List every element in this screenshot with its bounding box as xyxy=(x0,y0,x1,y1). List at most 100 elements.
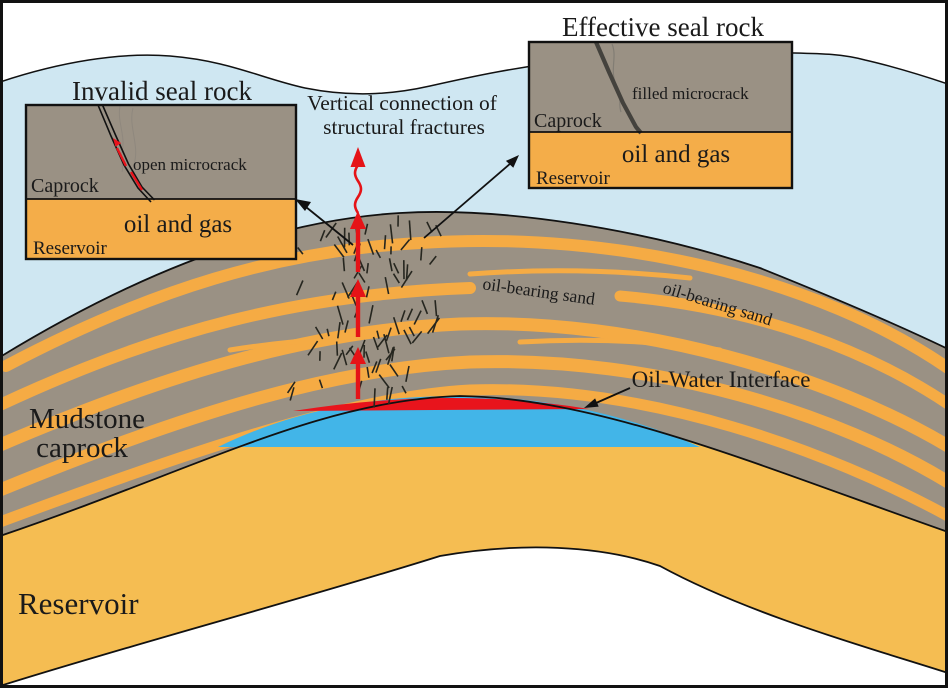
fracture-tick xyxy=(333,352,343,370)
fracture-tick xyxy=(426,221,433,233)
fracture-tick xyxy=(337,236,348,254)
fracture-tick xyxy=(408,326,415,337)
fracture-tick xyxy=(392,273,400,284)
fracture-tick xyxy=(383,333,390,354)
fracture-tick xyxy=(401,385,407,394)
inset-effective-filled-microcrack xyxy=(594,41,643,135)
fracture-tick xyxy=(403,329,412,345)
oil-water-interface-label: Oil-Water Interface xyxy=(632,367,811,392)
migration-arrow-shaft xyxy=(355,293,361,337)
fracture-tick xyxy=(358,339,366,355)
fracture-tick xyxy=(408,220,412,241)
fracture-tick xyxy=(434,300,438,317)
fracture-tick xyxy=(411,330,423,344)
fracture-tick xyxy=(372,336,379,351)
fracture-tick xyxy=(426,317,441,335)
fracture-tick xyxy=(389,364,399,377)
open-crack-oil-segment xyxy=(129,171,144,191)
migration-arrow-shaft xyxy=(355,226,361,272)
fracture-tick xyxy=(333,244,345,258)
fracture-tick xyxy=(319,229,326,242)
fracture-tick xyxy=(336,305,344,325)
fracture-tick xyxy=(344,320,349,333)
fracture-tick xyxy=(413,310,422,325)
fracture-tick xyxy=(386,387,389,400)
inset-invalid-open-microcrack xyxy=(97,104,156,203)
inset-effective-title: Effective seal rock xyxy=(562,12,764,42)
mudstone-caprock-label-line2: caprock xyxy=(36,432,128,464)
migration-arrow-shaft xyxy=(355,360,361,399)
oil-water-interface-pointer xyxy=(584,387,631,408)
inset-effective-border xyxy=(527,40,794,190)
fracture-tick xyxy=(314,326,324,340)
fracture-tick xyxy=(286,381,296,394)
inset-invalid-caprock-area xyxy=(26,105,296,199)
inset-invalid-seal-rock: Invalid seal rock Caprock open microcrac… xyxy=(24,76,298,261)
fracture-tick xyxy=(325,222,337,238)
inset-effective-seal-rock: Effective seal rock Caprock filled micro… xyxy=(527,12,794,190)
fracture-tick xyxy=(405,264,409,281)
fracture-tick xyxy=(378,374,390,389)
open-crack-oil-segment xyxy=(115,147,128,167)
fracture-tick xyxy=(297,247,304,255)
inset-effective-caprock-area xyxy=(529,42,792,132)
fracture-tick xyxy=(364,223,369,235)
migration-arrow-head xyxy=(350,279,366,297)
inset-effective-crack-label: filled microcrack xyxy=(632,84,749,103)
fracture-tick xyxy=(384,276,390,295)
inset-effective-oil-label: oil and gas xyxy=(622,141,730,168)
fracture-tick xyxy=(383,235,387,250)
owi-pointer-line xyxy=(595,387,631,404)
fracture-tick xyxy=(365,351,371,363)
fracture-tick xyxy=(377,334,388,348)
pointer-head-right xyxy=(505,155,519,168)
reservoir-label-main: Reservoir xyxy=(18,586,139,621)
inset-invalid-border xyxy=(24,103,298,261)
fracture-tick xyxy=(337,321,341,339)
fracture-tick xyxy=(421,300,429,315)
fracture-tick xyxy=(368,305,374,324)
fracture-tick xyxy=(387,386,393,405)
fracture-tick xyxy=(389,224,394,244)
fracture-tick xyxy=(388,258,393,272)
fracture-tick xyxy=(342,257,346,272)
fracture-tick xyxy=(392,317,400,335)
layer-boundaries xyxy=(0,50,948,687)
fracture-tick xyxy=(391,346,395,362)
migration-arrow-head xyxy=(350,211,366,229)
fracture-tick xyxy=(393,262,400,274)
fracture-tick xyxy=(353,265,363,279)
inset-effective-reservoir-label: Reservoir xyxy=(536,168,611,189)
mudstone-caprock-label-line1: Mudstone xyxy=(29,403,145,435)
open-crack-arrow-head xyxy=(113,138,122,147)
vertical-connection-label-line1: Vertical connection of xyxy=(307,91,498,115)
pointer-line-left xyxy=(305,206,354,246)
owi-pointer-head xyxy=(584,398,599,408)
fracture-tick xyxy=(366,262,369,274)
escape-wavy-arrow xyxy=(350,147,366,214)
fracture-tick xyxy=(375,358,382,373)
fracture-tick xyxy=(406,308,414,321)
fracture-tick xyxy=(373,388,376,408)
fracture-tick xyxy=(371,361,378,374)
inset-invalid-crack-label: open microcrack xyxy=(133,155,247,174)
fracture-tick xyxy=(365,286,370,298)
fracture-tick xyxy=(345,345,354,356)
inset-invalid-oil-label: oil and gas xyxy=(124,211,232,238)
fracture-tick xyxy=(367,238,375,255)
fracture-tick xyxy=(326,328,330,337)
inset-effective-reservoir-area xyxy=(529,132,792,188)
fracture-tick xyxy=(428,255,437,265)
fracture-tick xyxy=(400,310,406,322)
fracture-tick xyxy=(289,387,295,401)
wavy-arrow-shaft xyxy=(353,164,363,214)
oil-migration-arrows xyxy=(350,211,366,399)
fracture-tick xyxy=(341,349,348,366)
fracture-tick xyxy=(295,280,304,296)
inset-invalid-reservoir-label: Reservoir xyxy=(33,238,108,259)
fracture-tick xyxy=(385,327,392,342)
fracture-tick xyxy=(405,365,410,382)
